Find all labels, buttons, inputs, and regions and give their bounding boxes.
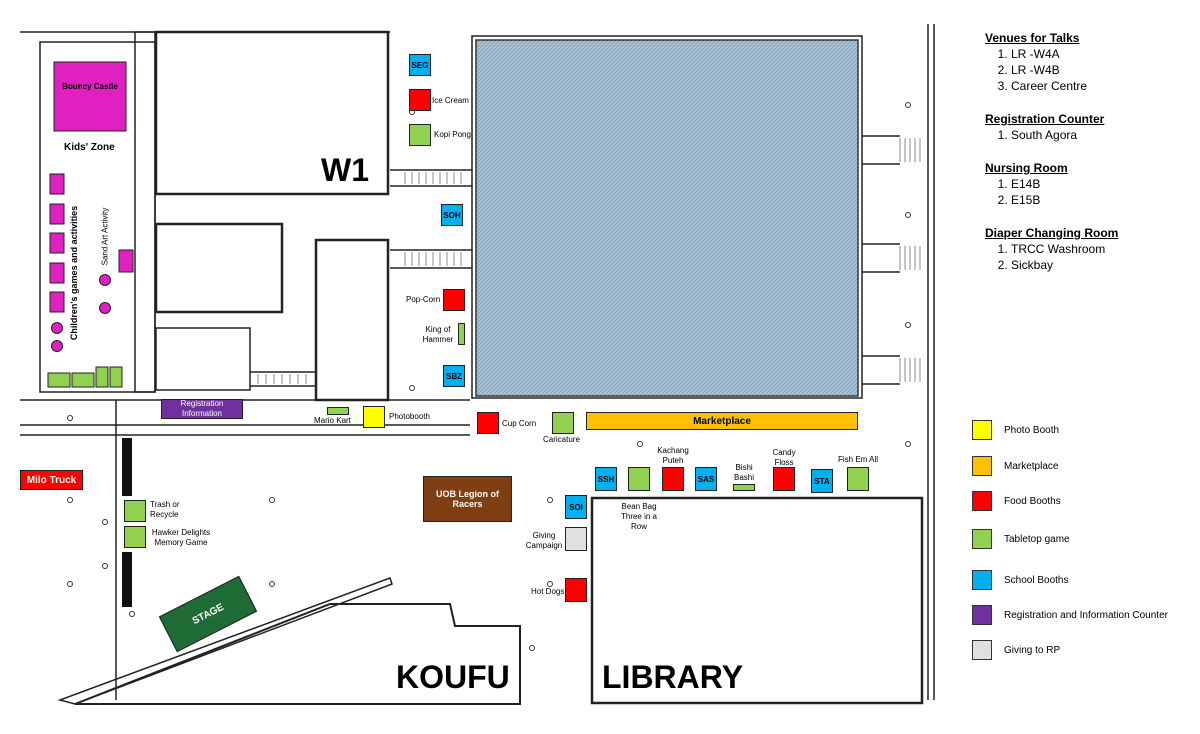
booth-king-of-hammer[interactable]	[458, 323, 465, 345]
legend-label: Registration and Information Counter	[1004, 609, 1168, 621]
legend-swatch	[972, 529, 992, 549]
marketplace-bar[interactable]: Marketplace	[586, 412, 858, 430]
legend-label: School Booths	[1004, 574, 1069, 586]
legend-label: Food Booths	[1004, 495, 1061, 507]
kachang-puteh-label: Kachang Puteh	[657, 446, 689, 465]
booth-kachang-puteh[interactable]	[662, 467, 684, 491]
cup-corn-label: Cup Corn	[502, 419, 537, 428]
legend-item: School Booths	[972, 570, 1069, 590]
hot-dogs-label: Hot Dogs	[531, 587, 565, 596]
section-list: TRCC Washroom Sickbay	[985, 241, 1185, 273]
booth-candy-floss[interactable]	[773, 467, 795, 491]
marketplace-label: Marketplace	[693, 415, 751, 427]
fish-em-all-label: Fish Em All	[838, 455, 879, 464]
booth-sbz[interactable]: SBZ	[443, 365, 465, 387]
booth-sas[interactable]: SAS	[695, 467, 717, 491]
legend-item: Marketplace	[972, 456, 1058, 476]
trash-recycle-label: Trash or Recycle	[150, 500, 180, 519]
booth-soh[interactable]: SOH	[441, 204, 463, 226]
building-koufu: KOUFU	[396, 659, 510, 695]
booth-soi[interactable]: SOI	[565, 495, 587, 519]
section-title: Registration Counter	[985, 112, 1105, 126]
list-item: Sickbay	[1011, 257, 1185, 273]
list-item: Career Centre	[1011, 78, 1185, 94]
legend-label: Photo Booth	[1004, 424, 1060, 436]
booth-sta[interactable]: STA	[811, 469, 833, 493]
booth-seg[interactable]: SEG	[409, 54, 431, 76]
section-list: South Agora	[985, 127, 1185, 143]
legend-item: Tabletop game	[972, 529, 1070, 549]
stage-label: STAGE	[190, 601, 226, 627]
section-title: Venues for Talks	[985, 31, 1080, 45]
kids-zone-label: Kids' Zone	[64, 142, 115, 153]
booth-fish-em-all[interactable]	[847, 467, 869, 491]
registration-information-label: Registration Information	[180, 399, 224, 418]
legend-label: Tabletop game	[1004, 533, 1070, 545]
list-item: LR -W4A	[1011, 46, 1185, 62]
legend-swatch	[972, 640, 992, 660]
milo-truck-label: Milo Truck	[26, 474, 77, 486]
mario-kart-label: Mario Kart	[314, 416, 351, 425]
king-of-hammer-label: King of Hammer	[422, 325, 454, 344]
hawker-delights-label: Hawker Delights Memory Game	[151, 528, 211, 547]
booth-hawker-delights[interactable]	[124, 526, 146, 548]
booth-ssh[interactable]: SSH	[595, 467, 617, 491]
booth-tabletop-1[interactable]	[628, 467, 650, 491]
legend-swatch	[972, 420, 992, 440]
legend-swatch	[972, 491, 992, 511]
bean-bag-label: Bean Bag Three in a Row	[620, 502, 658, 531]
legend-swatch	[972, 570, 992, 590]
milo-truck[interactable]: Milo Truck	[20, 470, 83, 490]
bouncy-castle	[53, 61, 127, 132]
uob-racers-label: UOB Legion of Racers	[436, 489, 499, 509]
booth-hot-dogs[interactable]	[565, 578, 587, 602]
candy-floss-label: Candy Floss	[772, 448, 796, 467]
list-item: E15B	[1011, 192, 1185, 208]
booth-mario-kart[interactable]	[327, 407, 349, 415]
list-item: LR -W4B	[1011, 62, 1185, 78]
list-item: South Agora	[1011, 127, 1185, 143]
booth-caricature[interactable]	[552, 412, 574, 434]
legend-label: Giving to RP	[1004, 644, 1061, 656]
ice-cream-label: Ice Cream	[432, 96, 469, 105]
legend-swatch	[972, 456, 992, 476]
bouncy-castle-label: Bouncy Castle	[62, 82, 118, 91]
childrens-games-label: Children's games and activities	[69, 205, 79, 341]
list-item: E14B	[1011, 176, 1185, 192]
legend-item: Registration and Information Counter	[972, 605, 1168, 625]
photobooth-label: Photobooth	[389, 412, 430, 421]
booth-giving-campaign[interactable]	[565, 527, 587, 551]
kopi-pong-label: Kopi Pong	[434, 130, 471, 139]
section-title: Diaper Changing Room	[985, 226, 1119, 240]
info-panel: Venues for Talks LR -W4A LR -W4B Career …	[985, 30, 1185, 290]
bishi-bashi-label: Bishi Bashi	[733, 463, 754, 482]
pop-corn-label: Pop-Corn	[406, 295, 441, 304]
legend-swatch	[972, 605, 992, 625]
legend-label: Marketplace	[1004, 460, 1059, 472]
section-list: E14B E15B	[985, 176, 1185, 208]
legend-item: Giving to RP	[972, 640, 1060, 660]
giving-campaign-label: Giving Campaign	[525, 531, 563, 550]
uob-racers-booth[interactable]: UOB Legion of Racers	[423, 476, 512, 522]
booth-cup-corn[interactable]	[477, 412, 499, 434]
booth-trash-recycle[interactable]	[124, 500, 146, 522]
legend-item: Photo Booth	[972, 420, 1059, 440]
booth-ice-cream[interactable]	[409, 89, 431, 111]
registration-information-booth[interactable]: Registration Information	[161, 399, 243, 419]
list-item: TRCC Washroom	[1011, 241, 1185, 257]
booth-photobooth[interactable]	[363, 406, 385, 428]
main-hall	[475, 39, 859, 397]
building-library: LIBRARY	[602, 659, 744, 695]
booth-kopi-pong[interactable]	[409, 124, 431, 146]
legend-item: Food Booths	[972, 491, 1061, 511]
building-w1: W1	[321, 152, 369, 188]
section-list: LR -W4A LR -W4B Career Centre	[985, 46, 1185, 94]
caricature-label: Caricature	[543, 435, 580, 444]
booth-bishi-bashi[interactable]	[733, 484, 755, 491]
booth-pop-corn[interactable]	[443, 289, 465, 311]
section-title: Nursing Room	[985, 161, 1068, 175]
sand-art-label: Sand Art Activity	[100, 207, 110, 266]
